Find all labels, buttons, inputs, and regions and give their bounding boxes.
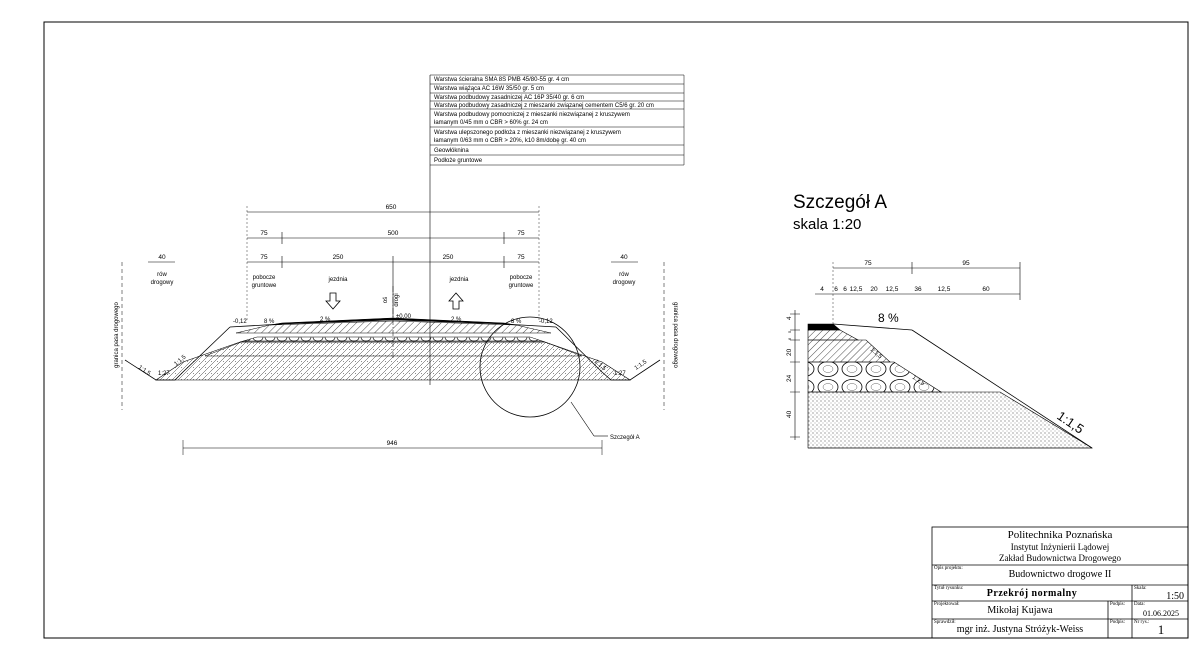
tb-checker-label: Sprawdził: <box>934 620 956 625</box>
title-block-frame <box>931 526 1189 639</box>
svg-text:6: 6 <box>843 286 847 293</box>
legend-layer-3: Warstwa podbudowy zasadniczej AC 16P 35/… <box>434 95 584 101</box>
dim-ditch-right: 40 <box>620 254 628 261</box>
svg-text:rów: rów <box>619 272 629 278</box>
lane-label-right: jezdnia <box>448 277 469 283</box>
legend-layer-4: Warstwa podbudowy zasadniczej z mieszank… <box>434 103 654 109</box>
svg-text:oś: oś <box>383 297 389 303</box>
legend-layer-7: Geowłóknina <box>434 148 469 154</box>
svg-text:95: 95 <box>962 260 970 267</box>
svg-text:12,5: 12,5 <box>850 286 863 293</box>
svg-text:6: 6 <box>834 286 838 293</box>
svg-text:8 %: 8 % <box>511 319 522 325</box>
tb-designer-value: Mikołaj Kujawa <box>987 605 1053 616</box>
svg-text:4: 4 <box>786 316 793 320</box>
dim-shoulder-right: 75 <box>517 254 525 261</box>
svg-text:40: 40 <box>786 410 793 418</box>
svg-text:36: 36 <box>914 286 922 293</box>
detail-ref-label: Szczegół A <box>610 435 640 441</box>
tb-date-value: 01.06.2025 <box>1143 609 1179 618</box>
tb-desc-label: Opis projektu: <box>934 566 963 571</box>
dim-top-mid: 500 <box>388 230 399 237</box>
svg-text:pobocze: pobocze <box>253 275 276 281</box>
tb-sign-label-2: Podpis: <box>1110 620 1126 625</box>
tb-desc-value: Budownictwo drogowe II <box>1008 569 1112 580</box>
level-zero: ±0,00 <box>396 314 412 320</box>
dim-lane-right: 250 <box>443 254 454 261</box>
svg-text:drogowy: drogowy <box>151 280 174 286</box>
svg-text:4: 4 <box>820 286 824 293</box>
svg-text:1:27: 1:27 <box>158 371 170 377</box>
tb-scale-label: Skala: <box>1134 586 1147 591</box>
belt-label-right: granica pasa drogowego <box>672 302 678 368</box>
svg-text:drogi: drogi <box>394 293 400 306</box>
detail-a: Szczegół A skala 1:20 75 <box>786 192 1094 449</box>
detail-slope-top: 8 % <box>878 311 899 325</box>
svg-text:24: 24 <box>786 374 793 382</box>
lane-label-left: jezdnia <box>327 277 348 283</box>
tb-title-label: Tytuł rysunku: <box>934 586 964 591</box>
legend-layer-1: Warstwa ścieralna SMA 8S PMB 45/80-55 gr… <box>434 77 569 83</box>
tb-date-label: Data: <box>1134 602 1145 607</box>
level-edge-left: -0,12 <box>233 319 247 325</box>
dim-bottom: 946 <box>387 440 398 447</box>
svg-text:5: 5 <box>787 330 792 333</box>
legend-layer-5b: łamanym 0/45 mm o CBR > 60% gr. 24 cm <box>434 120 548 126</box>
svg-text:20: 20 <box>786 348 793 356</box>
dim-ditch-left: 40 <box>158 254 166 261</box>
svg-text:20: 20 <box>870 286 878 293</box>
tb-checker-value: mgr inż. Justyna Stróżyk-Weiss <box>956 624 1084 635</box>
sheet-frame <box>43 21 1189 639</box>
svg-text:75: 75 <box>864 260 872 267</box>
svg-text:gruntowe: gruntowe <box>252 283 277 289</box>
dim-lane-left: 250 <box>333 254 344 261</box>
svg-text:6: 6 <box>787 337 792 340</box>
legend-layer-2: Warstwa wiążąca AC 16W 35/50 gr. 5 cm <box>434 86 544 92</box>
section-dimensions: 650 75 500 75 75 250 250 75 40 40 946 <box>158 204 628 447</box>
tb-institute: Instytut Inżynierii Lądowej <box>1010 542 1110 552</box>
dim-total: 650 <box>386 204 397 211</box>
svg-text:12,5: 12,5 <box>938 286 951 293</box>
svg-text:1:1,5: 1:1,5 <box>634 359 649 372</box>
dim-top-left: 75 <box>260 230 268 237</box>
tb-scale-value: 1:50 <box>1166 591 1184 602</box>
tb-sheet-value: 1 <box>1157 622 1165 637</box>
svg-text:pobocze: pobocze <box>510 275 533 281</box>
svg-text:2 %: 2 % <box>451 317 462 323</box>
tb-department: Zakład Budownictwa Drogowego <box>999 553 1121 563</box>
detail-dims: 75 95 4 6 6 12,5 20 12,5 36 12,5 60 4 5 … <box>786 260 990 418</box>
dim-shoulder-left: 75 <box>260 254 268 261</box>
svg-text:60: 60 <box>982 286 990 293</box>
tb-sign-label: Podpis: <box>1110 602 1126 607</box>
svg-text:8 %: 8 % <box>264 319 275 325</box>
detail-scale: skala 1:20 <box>793 216 861 233</box>
svg-text:12,5: 12,5 <box>886 286 899 293</box>
svg-text:1:27: 1:27 <box>614 371 626 377</box>
svg-text:rów: rów <box>157 272 167 278</box>
belt-label-left: granica pasa drogowego <box>114 301 120 367</box>
svg-text:gruntowe: gruntowe <box>509 283 534 289</box>
tb-university: Politechnika Poznańska <box>1007 529 1113 541</box>
tb-sheet-label: Nr rys.: <box>1134 620 1150 625</box>
level-edge-right: -0,12 <box>539 319 553 325</box>
layer-legend: Warstwa ścieralna SMA 8S PMB 45/80-55 gr… <box>429 74 685 385</box>
legend-layer-8: Podłoże gruntowe <box>434 158 483 164</box>
dim-top-right: 75 <box>517 230 525 237</box>
detail-title: Szczegół A <box>793 192 887 213</box>
legend-layer-6b: łamanym 0/63 mm o CBR > 20%, k10 8m/dobę… <box>434 138 586 144</box>
tb-title-value: Przekrój normalny <box>986 588 1078 599</box>
legend-layer-6a: Warstwa ulepszonego podłoża z mieszanki … <box>434 130 621 136</box>
svg-text:2 %: 2 % <box>320 317 331 323</box>
tb-designer-label: Projektował: <box>934 602 960 607</box>
cross-section <box>121 206 665 455</box>
svg-text:drogowy: drogowy <box>613 280 636 286</box>
legend-layer-5a: Warstwa podbudowy pomocniczej z mieszank… <box>434 112 630 118</box>
